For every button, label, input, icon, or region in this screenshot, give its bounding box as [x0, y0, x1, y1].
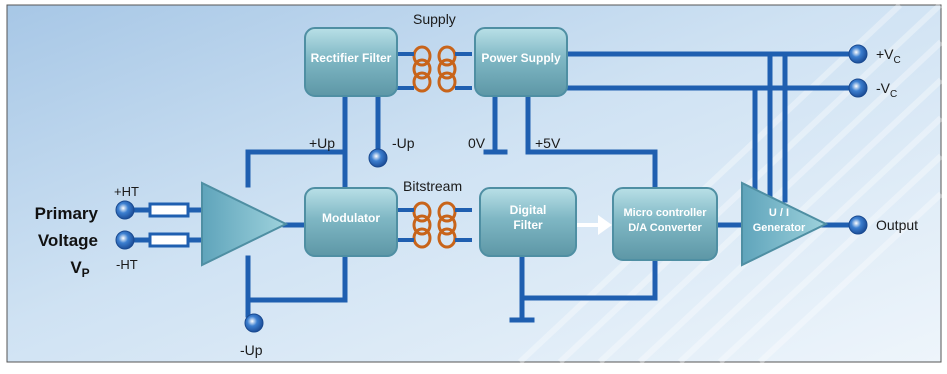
- terminal-plus-ht-icon: [115, 200, 135, 220]
- supply-transformer-leads: [396, 52, 472, 90]
- supply-label: Supply: [413, 11, 456, 27]
- micro-controller-block: [612, 187, 718, 261]
- minus-up-bottom-label: -Up: [240, 342, 263, 358]
- digital-filter-label-line2: Filter: [513, 218, 543, 232]
- modulator-label: Modulator: [322, 211, 380, 225]
- terminal-minus-up-top-icon: [368, 148, 388, 168]
- rectifier-filter-block: [304, 27, 398, 97]
- terminal-minus-vc-icon: [848, 78, 868, 98]
- ui-generator-shape: [741, 181, 829, 267]
- minus-vc-label: -VC: [876, 80, 897, 100]
- terminal-minus-ht-icon: [115, 230, 135, 250]
- terminal-output-icon: [848, 215, 868, 235]
- voltage-label: Voltage: [38, 231, 98, 250]
- ui-generator-label-line2: Generator: [753, 222, 806, 234]
- minus-ht-label: -HT: [116, 257, 138, 272]
- power-supply-label: Power Supply: [481, 51, 561, 65]
- modulator-block: [304, 187, 398, 257]
- bitstream-label: Bitstream: [403, 178, 462, 194]
- micro-controller-label-line2: D/A Converter: [628, 222, 702, 234]
- micro-controller-label-line1: Micro controller: [623, 207, 707, 219]
- plus-ht-label: +HT: [114, 184, 139, 199]
- input-resistor-plus: [148, 202, 190, 218]
- power-supply-block: [474, 27, 568, 97]
- supply-transformer-icon: [412, 45, 457, 93]
- vp-label: VP: [70, 258, 89, 280]
- terminal-nodes: [115, 44, 868, 333]
- terminal-plus-vc-icon: [848, 44, 868, 64]
- minus-up-top-label: -Up: [392, 135, 415, 151]
- rectifier-filter-label: Rectifier Filter: [311, 51, 392, 65]
- output-label: Output: [876, 217, 918, 233]
- bitstream-transformer-leads: [396, 208, 472, 242]
- input-resistor-minus: [148, 232, 190, 248]
- plus-vc-label: +VC: [876, 46, 901, 66]
- digital-filter-block: [479, 187, 577, 257]
- input-amplifier-icon: [201, 181, 289, 267]
- plus-up-label: +Up: [309, 135, 335, 151]
- digital-filter-label-line1: Digital: [510, 203, 547, 217]
- primary-label: Primary: [35, 204, 99, 223]
- plus-5v-label: +5V: [535, 135, 561, 151]
- zero-v-label: 0V: [468, 135, 486, 151]
- terminal-minus-up-bottom-icon: [244, 313, 264, 333]
- ui-generator-label-line1: U / I: [769, 207, 789, 219]
- signal-arrow: [577, 215, 612, 235]
